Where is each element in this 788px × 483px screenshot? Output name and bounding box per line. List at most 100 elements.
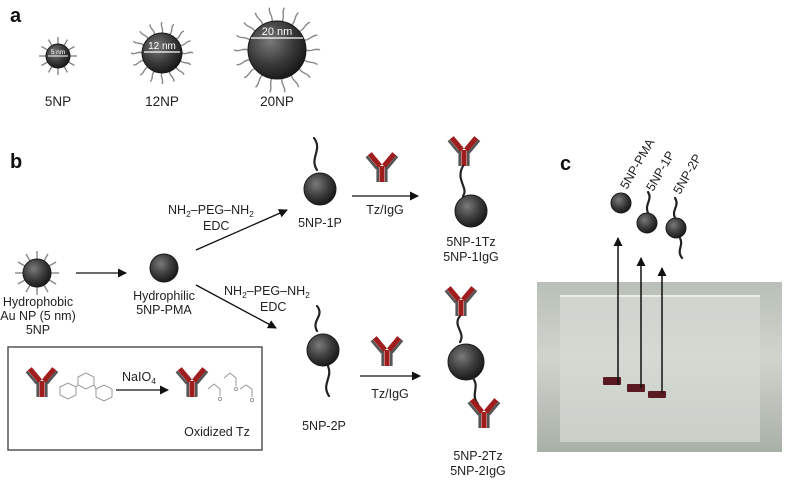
ligand-strand	[236, 34, 251, 41]
ligand-strand	[132, 40, 145, 46]
middle-caption-line2: 5NP-PMA	[136, 303, 192, 317]
arrow-to-1p	[195, 209, 288, 251]
ligand-strand	[233, 48, 249, 52]
nanoparticle-12nm: 12 nm 12NP	[130, 21, 194, 109]
ligand-strand	[181, 51, 194, 55]
ligand-strand	[63, 66, 69, 73]
caption-12np: 12NP	[145, 94, 179, 109]
ligand-strand	[305, 48, 321, 52]
reagent-top: NH2–PEG–NH2	[168, 203, 254, 219]
hydrophobic-ligand-shell	[15, 251, 59, 295]
middle-caption-line1: Hydrophilic	[133, 289, 195, 303]
panel-letter-c: c	[560, 153, 571, 175]
label-tz-igg-top: Tz/IgG	[366, 203, 404, 217]
ligand-strand	[68, 45, 75, 51]
ligand-strand	[149, 70, 155, 83]
np-2tz-core	[447, 343, 485, 381]
gel-np-1p	[636, 212, 658, 234]
ligand-strand	[169, 23, 175, 36]
ligand-strand	[48, 279, 57, 285]
antibody-icon-top	[365, 152, 399, 182]
ligand-strand	[160, 21, 164, 34]
peg-tail-2p-top	[314, 304, 321, 333]
label-5np-2tz: 5NP-2Tz	[453, 449, 502, 463]
ligand-strand	[139, 66, 149, 76]
ligand-strand	[68, 61, 75, 67]
np-1p-core	[303, 172, 337, 206]
ligand-strand	[255, 74, 263, 88]
gel-np-pma	[610, 192, 632, 214]
gel-np-1p-tail	[645, 190, 651, 215]
ligand-strand	[139, 30, 149, 40]
panel-letter-b: b	[10, 151, 22, 173]
ligand-strand	[25, 253, 31, 262]
ligand-strand	[243, 67, 256, 79]
ligand-strand	[236, 59, 250, 66]
hydrophobic-core	[22, 258, 52, 288]
ligand-shell-5nm	[39, 37, 77, 75]
ligand-strand	[175, 66, 185, 76]
particle-core-12nm	[141, 32, 183, 74]
antibody-icon-product-top	[447, 136, 481, 166]
ligand-strand	[160, 72, 164, 85]
arrow-to-2p	[195, 284, 277, 329]
ligand-strand	[17, 261, 26, 267]
glycan-icon-left	[59, 372, 113, 402]
ligand-strand	[281, 78, 286, 93]
ligand-strand	[149, 24, 156, 35]
diameter-label-12nm: 12 nm	[148, 41, 176, 52]
ligand-strand	[43, 253, 49, 262]
ligand-strand	[179, 60, 192, 66]
glycan-icon-right	[207, 372, 255, 403]
label-5np-1tz: 5NP-1Tz	[446, 235, 495, 249]
gel-band-2p	[648, 391, 666, 398]
reagent-bottom: NH2–PEG–NH2	[224, 284, 310, 300]
ligand-strand	[303, 59, 318, 66]
ligand-strand	[254, 12, 264, 25]
ligand-strand	[298, 21, 311, 33]
ligand-strand	[281, 7, 286, 22]
peg-tail-1p	[312, 136, 319, 172]
label-5np-2igg: 5NP-2IgG	[450, 464, 506, 478]
ligand-shell-12nm	[130, 21, 194, 85]
ligand-strand	[291, 12, 299, 26]
ligand-strand	[41, 45, 48, 51]
peg-tail-1tz	[459, 164, 466, 198]
inset-product-label: Oxidized Tz	[184, 425, 250, 439]
gel-band-pma	[603, 377, 621, 385]
label-5np-1igg: 5NP-1IgG	[443, 250, 499, 264]
gel-np-2p-tail-bottom	[678, 236, 684, 260]
ligand-strand	[180, 40, 191, 47]
particle-core-20nm	[247, 20, 307, 80]
peg-tail-2p-bottom	[325, 364, 331, 398]
ligand-strand	[268, 78, 273, 93]
ligand-strand	[268, 7, 273, 22]
antibody-icon-product-2a	[444, 286, 478, 316]
inset-reagent: NaIO4	[122, 370, 156, 386]
reagent-top-line2: EDC	[203, 219, 229, 233]
ligand-strand	[304, 34, 318, 41]
ligand-strand	[25, 284, 31, 293]
label-tz-igg-bottom: Tz/IgG	[371, 387, 409, 401]
hydrophobic-nanoparticle	[15, 251, 59, 295]
ligand-strand	[41, 61, 48, 67]
pma-nanoparticle	[149, 253, 179, 283]
ligand-strand	[175, 30, 185, 40]
nanoparticle-5nm: 5 nm 5NP	[39, 37, 77, 109]
diameter-label-20nm: 20 nm	[262, 26, 293, 38]
ligand-strand	[133, 59, 144, 66]
label-5np-2p: 5NP-2P	[302, 419, 346, 433]
antibody-icon-bottom	[370, 336, 404, 366]
start-caption-line1: Hydrophobic	[3, 295, 73, 309]
agarose-gel-photo	[537, 282, 782, 452]
gel-np-2p-tail-top	[672, 196, 678, 220]
gel-band-1p	[627, 384, 645, 392]
reagent-bottom-line2: EDC	[260, 300, 286, 314]
ligand-strand	[47, 66, 53, 73]
ligand-strand	[290, 75, 300, 88]
ligand-strand	[17, 279, 26, 285]
oxidation-inset-box	[7, 346, 263, 451]
gel-slab	[560, 296, 760, 442]
antibody-icon-product-2b	[467, 398, 501, 428]
